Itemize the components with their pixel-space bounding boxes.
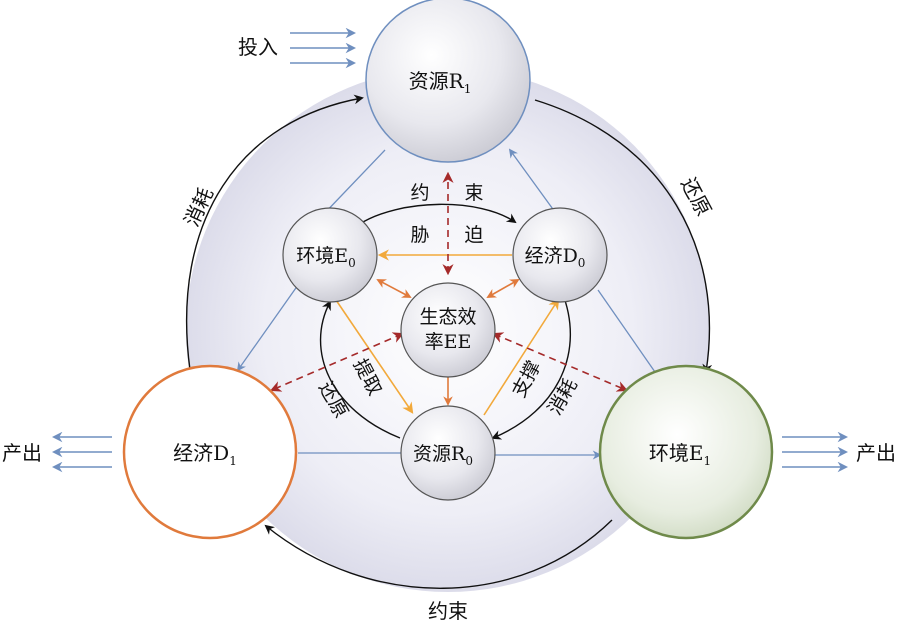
label-inner-stress-2: 迫	[464, 224, 483, 246]
label-inner-constrain-2: 束	[464, 182, 483, 204]
label-output-right: 产出	[856, 441, 896, 465]
label-outer-constrain: 约束	[428, 599, 468, 623]
label-inner-constrain-1: 约	[410, 182, 429, 204]
outer-arc-consume	[185, 94, 364, 371]
label-economy-d1: 经济D1	[173, 441, 237, 468]
label-environment-e1: 环境E1	[649, 441, 711, 468]
node-environment-e0	[282, 207, 378, 303]
node-economy-d1	[122, 364, 298, 540]
link-d0-r1	[508, 148, 556, 213]
outer-arc-restore	[534, 99, 713, 374]
link-r1-e0	[319, 149, 386, 219]
node-environment-e1	[598, 364, 774, 540]
label-inner-stress-1: 胁	[410, 224, 429, 246]
label-economy-d0: 经济D0	[525, 245, 586, 270]
label-eco-efficiency-1: 生态效	[419, 306, 476, 328]
node-economy-d0	[512, 207, 608, 303]
node-resource-r1	[365, 0, 531, 163]
node-eco-efficiency	[400, 282, 496, 378]
label-resource-r1: 资源R1	[409, 69, 472, 96]
label-eco-efficiency-2: 率EE	[425, 331, 472, 353]
label-resource-r0: 资源R0	[413, 443, 473, 468]
link-e0-d1	[236, 284, 299, 372]
label-output-left: 产出	[2, 441, 42, 465]
link-d0-e1	[597, 289, 656, 373]
label-input: 投入	[238, 35, 278, 59]
node-resource-r0	[400, 405, 496, 501]
inner-arc-top	[357, 203, 517, 226]
label-environment-e0: 环境E0	[296, 245, 356, 270]
ee-link-d0	[486, 279, 520, 298]
outer-arc-constrain	[264, 519, 613, 589]
ee-link-e0	[376, 279, 412, 298]
